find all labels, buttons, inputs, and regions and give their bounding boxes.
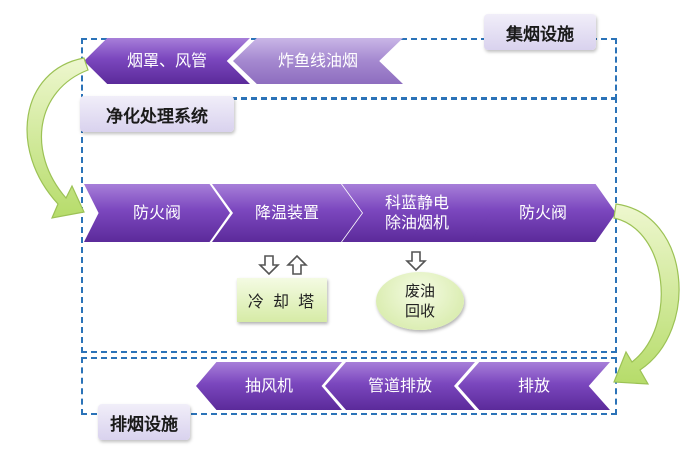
collection-step-fish-line: 炸鱼线油烟 [233, 38, 403, 84]
cooling-up-arrow-icon [286, 254, 308, 275]
purifier-label-line1: 科蓝静电 [384, 193, 449, 212]
exhaust-step-duct-discharge: 管道排放 [325, 362, 475, 410]
cooling-device-label: 降温装置 [254, 203, 319, 222]
purification-label: 净化处理系统 [80, 96, 234, 132]
cooling-tower-box: 冷 却 塔 [237, 278, 327, 322]
fire-valve-1-label: 防火阀 [132, 203, 181, 222]
waste-oil-label-line2: 回收 [404, 302, 435, 320]
waste-oil-label-line1: 废油 [404, 281, 435, 300]
cooling-tower-label: 冷 却 塔 [247, 292, 317, 311]
collection-step-hood-duct: 烟罩、风管 [84, 38, 250, 84]
cooling-down-arrow-icon [258, 255, 280, 276]
duct-discharge-label: 管道排放 [367, 376, 432, 395]
exhaust-label: 排烟设施 [98, 404, 190, 440]
purification-region [81, 97, 617, 353]
purification-step-cooling-device: 降温装置 [212, 184, 362, 242]
exhaust-step-discharge: 排放 [458, 362, 610, 410]
fire-valve-2-label: 防火阀 [518, 203, 567, 222]
waste-oil-down-arrow-icon [405, 251, 427, 272]
discharge-label: 排放 [517, 376, 550, 395]
purification-step-fire-valve-2: 防火阀 [470, 184, 616, 242]
collection-step-fish-line-label: 炸鱼线油烟 [277, 51, 358, 70]
purifier-label-line2: 除油烟机 [384, 213, 449, 232]
purification-step-fire-valve-1: 防火阀 [84, 184, 230, 242]
exhaust-fan-label: 抽风机 [244, 376, 293, 395]
collection-label: 集烟设施 [484, 14, 596, 50]
waste-oil-recovery-oval: 废油 回收 [376, 272, 464, 330]
exhaust-step-exhaust-fan: 抽风机 [196, 362, 342, 410]
purification-step-electrostatic-purifier: 科蓝静电 除油烟机 [342, 184, 492, 242]
collection-step-hood-duct-label: 烟罩、风管 [126, 51, 207, 70]
exhaust-region [81, 357, 617, 415]
